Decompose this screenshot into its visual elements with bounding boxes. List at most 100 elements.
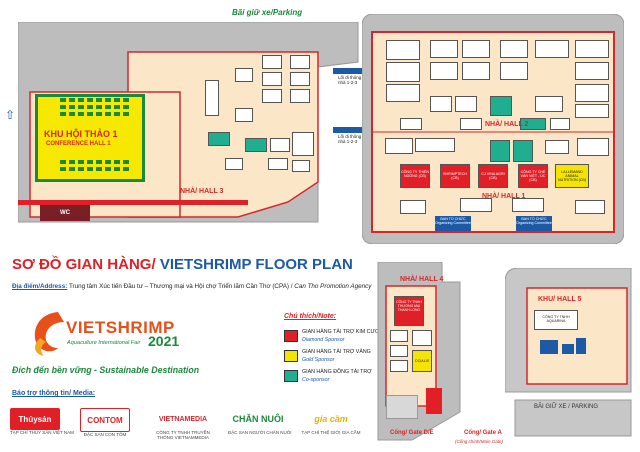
hall2-booth[interactable] <box>575 84 609 102</box>
hall1-sponsor-booth[interactable]: CJ VINA AGRI (CB) <box>478 164 508 188</box>
hall1-booth[interactable] <box>575 200 605 214</box>
vietshrimp-logo-icon <box>34 312 64 356</box>
hall1-sponsor-booth[interactable]: CÔNG TY CHẾ VÀN VIỆT - ÚC (CB) <box>518 164 548 188</box>
gate-a-sublabel: (Cổng chính/Main Gate) <box>455 439 504 444</box>
hall1-sponsor-booth[interactable]: SHRIMPTECH (CB) <box>440 164 470 188</box>
hall2-booth[interactable] <box>535 40 569 58</box>
address-text-en: Can Tho Promotion Agency <box>294 283 372 290</box>
legend-swatch-gold <box>284 350 298 362</box>
bottom-parking-label: BÃI GIỮ XE / PARKING <box>534 404 599 410</box>
organizing-committee-a: BAN TỔ CHỨC Organizing Committee <box>435 216 471 231</box>
media-logo: CHĂN NUÔI <box>228 408 288 430</box>
media-caption: ĐẶC SAN CON TÔM <box>83 432 127 437</box>
address: Địa điểm/Address: Trung tâm Xúc tiến Đầu… <box>12 283 371 290</box>
hall5-booth[interactable]: CÔNG TY TNHH AQUARINA <box>534 310 578 330</box>
hall3-booth-cosponsor[interactable] <box>208 132 230 146</box>
hall4-booth[interactable] <box>412 330 432 346</box>
address-label: Địa điểm/Address: <box>12 283 68 290</box>
hall1-sponsor-booth-label: CÔNG TY CHẾ VÀN VIỆT - ÚC (CB) <box>520 170 546 182</box>
legend-label-diamond: GIAN HÀNG TÀI TRỢ KIM CƯƠNG <box>302 329 388 335</box>
legend-label-cosponsor: GIAN HÀNG ĐỒNG TÀI TRỢ <box>302 369 372 375</box>
hall3-booth[interactable] <box>262 89 282 103</box>
media-title: Báo trợ thông tin/ Media: <box>12 390 96 397</box>
conference-hall-subtitle: CONFERENCE HALL 1 <box>46 141 111 147</box>
hall2-booth[interactable] <box>430 62 458 80</box>
hall1-booth[interactable] <box>460 198 492 212</box>
hall3-booth[interactable] <box>235 108 253 122</box>
hall2-booth[interactable] <box>575 40 609 58</box>
hall3-booth[interactable] <box>292 132 314 156</box>
hall2-booth[interactable] <box>386 84 420 102</box>
hall3-booth[interactable] <box>225 158 243 170</box>
hall3-label: NHÀ/ HALL 3 <box>180 188 224 195</box>
hall4-booth-ocialis[interactable]: OCIALIS <box>412 350 432 372</box>
hall2-booth[interactable] <box>500 62 528 80</box>
hall1-booth[interactable] <box>545 140 569 154</box>
media-logo: CONTOM <box>80 408 130 432</box>
hall3-booth[interactable] <box>290 72 310 86</box>
hall2-booth[interactable] <box>500 40 528 58</box>
connector-top-label: Lối đi thông nhà 1-2-3 <box>338 75 362 85</box>
hall3-booth[interactable] <box>270 138 290 152</box>
hall1-sponsor-booth[interactable]: LALLEMAND ANIMAL NUTRITION (CB) <box>555 164 589 188</box>
hall2-booth[interactable] <box>460 118 482 130</box>
gate-de-label: Cổng/ Gate D/E <box>390 430 434 436</box>
hall4-booth[interactable] <box>390 360 408 372</box>
hall2-booth-cosponsor[interactable] <box>520 118 546 130</box>
hall2-booth[interactable] <box>575 104 609 118</box>
hall3-booth[interactable] <box>290 89 310 103</box>
hall2-booth[interactable] <box>430 40 458 58</box>
aquarina-display-icon <box>540 338 586 354</box>
media-item: CHĂN NUÔI ĐẶC SAN NGƯỜI CHĂN NUÔI <box>228 408 292 435</box>
hall2-booth[interactable] <box>535 96 563 112</box>
hall1-sponsor-booth[interactable]: CÔNG TY THIÊN NGÔNG (CB) <box>400 164 430 188</box>
hall4-booth[interactable] <box>390 345 408 357</box>
hall2-booth[interactable] <box>430 96 452 112</box>
media-caption: ĐẶC SAN NGƯỜI CHĂN NUÔI <box>228 430 292 435</box>
hall2-booth[interactable] <box>455 96 477 112</box>
hall2-booth[interactable] <box>462 62 490 80</box>
hall2-booth-cosponsor[interactable] <box>490 96 512 116</box>
hall3-booth[interactable] <box>262 55 282 69</box>
hall3-booth[interactable] <box>268 158 288 170</box>
legend-title: Chú thích/Note: <box>284 313 337 320</box>
hall3-booth[interactable] <box>235 68 253 82</box>
hall1-label: NHÀ/ HALL 1 <box>482 193 526 200</box>
hall2-booth[interactable] <box>550 118 570 130</box>
logo-subtitle: Aquaculture International Fair <box>67 340 141 346</box>
hall1-booth[interactable] <box>577 138 609 156</box>
entrance-arrow-icon: ⇧ <box>5 108 16 122</box>
hall4-booth[interactable] <box>390 330 408 342</box>
hall2-booth[interactable] <box>462 40 490 58</box>
connector-top <box>333 68 373 74</box>
hall2-booth[interactable] <box>386 40 420 60</box>
legend-swatch-cosponsor <box>284 370 298 382</box>
hall3-booth[interactable] <box>290 55 310 69</box>
hall4-sponsor-booth[interactable]: CÔNG TY TNHH THƯƠNG MẠI THANH LONG <box>394 296 424 326</box>
legend-label-cosponsor-en: Co-sponsor <box>302 377 330 383</box>
hall2-booth[interactable] <box>400 118 422 130</box>
wc-label: WC <box>40 205 90 221</box>
hall3-booth[interactable] <box>262 72 282 86</box>
hall1-booth[interactable] <box>385 138 413 154</box>
media-caption: TẠP CHÍ THẾ GIỚI GIA CẦM <box>301 430 361 435</box>
hall1-booth[interactable] <box>400 200 426 214</box>
media-caption: TẠP CHÍ THỦY SẢN VIỆT NAM <box>10 430 74 435</box>
connector-bottom-label: Lối đi thông nhà 1-2-3 <box>338 134 362 144</box>
address-text: Trung tâm Xúc tiến Đầu tư – Thương mại v… <box>68 283 295 290</box>
logo-name: VIETSHRIMP <box>66 318 175 337</box>
organizing-committee-b: BAN TỔ CHỨC Organizing Committee <box>516 216 552 231</box>
hall3-booth-cosponsor[interactable] <box>245 138 267 152</box>
hall2-booth[interactable] <box>575 62 609 80</box>
hall3-booth[interactable] <box>205 80 219 116</box>
hall2-booth[interactable] <box>386 62 420 82</box>
hall1-sponsor-booth-label: CÔNG TY THIÊN NGÔNG (CB) <box>401 170 429 178</box>
hall5-label: KHU/ HALL 5 <box>538 296 582 303</box>
title-en: VIETSHRIMP FLOOR PLAN <box>159 256 353 273</box>
hall3-booth[interactable] <box>292 160 310 172</box>
hall1-booth[interactable] <box>415 138 455 152</box>
hall1-booth[interactable] <box>512 198 544 212</box>
hall1-booth-cosponsor[interactable] <box>490 140 510 162</box>
hall1-sponsor-booth-label: LALLEMAND ANIMAL NUTRITION (CB) <box>558 170 586 182</box>
hall1-booth-cosponsor[interactable] <box>513 140 533 162</box>
